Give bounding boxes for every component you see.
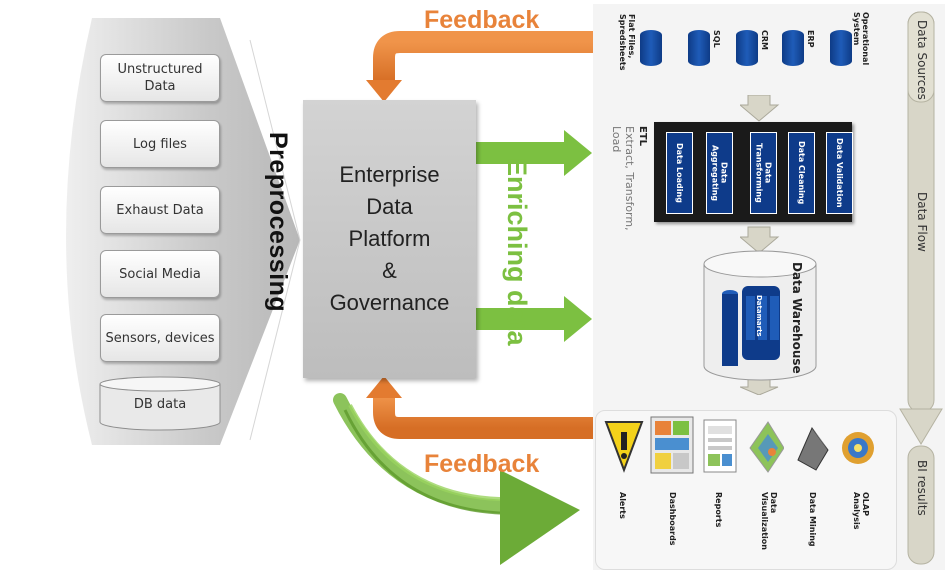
feedback-arrow-top: [373, 31, 600, 82]
reports-icon: [703, 419, 737, 473]
enrich-arrow-bottom-head: [564, 296, 592, 342]
bi-label-dashboards: Dashboards: [668, 492, 677, 546]
bi-label-reports: Reports: [714, 492, 723, 528]
stage-arrows: [740, 95, 780, 395]
enterprise-platform-box: Enterprise Data Platform & Governance: [303, 100, 476, 378]
feedback-bottom-label: Feedback: [424, 450, 540, 478]
db-operational-system-label: Operational System: [852, 12, 870, 66]
etl-step-validation: Data Validation: [826, 132, 853, 214]
source-exhaust-data: Exhaust Data: [100, 186, 220, 234]
enrich-arrow-top-head: [564, 130, 592, 176]
etl-step-loading: Data Loading: [666, 132, 693, 214]
datamarts-label: Datamarts: [755, 295, 763, 337]
feedback-arrow-top-head: [366, 80, 402, 102]
db-crm-icon: [736, 30, 758, 66]
olap-analysis-icon: [842, 432, 874, 464]
db-data-cylinder: [99, 376, 221, 431]
source-sensors-devices: Sensors, devices: [100, 314, 220, 362]
data-mining-icon: [797, 427, 829, 471]
feedback-top-label: Feedback: [424, 6, 540, 34]
db-erp-label: ERP: [806, 30, 815, 48]
source-unstructured-data: Unstructured Data: [100, 54, 220, 102]
alerts-icon: [604, 421, 644, 473]
enriching-line-1: Enriching: [502, 158, 532, 283]
dashboards-icon: [650, 416, 694, 474]
enriching-data-label: Enriching data: [502, 158, 532, 346]
etl-step-transforming: Data Transforming: [750, 132, 777, 214]
stage-label-data-sources: Data Sources: [915, 20, 929, 100]
etl-subtitle: Extract, Transform, Load: [610, 126, 636, 231]
platform-line-1: Enterprise: [339, 162, 440, 187]
db-data-label: DB data: [133, 397, 187, 412]
platform-line-4: &: [382, 258, 397, 283]
bi-results-panel: [595, 410, 897, 570]
data-flow-arrow: [899, 11, 943, 565]
enriching-line-2: data: [502, 290, 532, 346]
db-sql-icon: [688, 30, 710, 66]
feedback-arrow-bottom: [373, 396, 600, 439]
db-operational-system-icon: [830, 30, 852, 66]
bi-label-data-mining: Data Mining: [808, 492, 817, 547]
platform-line-3: Platform: [348, 226, 431, 251]
db-erp-icon: [782, 30, 804, 66]
bi-label-data-visualization: Data Visualization: [760, 492, 778, 550]
db-sql-label: SQL: [712, 30, 721, 48]
data-warehouse-title: Data Warehouse: [790, 262, 804, 374]
preprocessing-label: Preprocessing: [264, 132, 292, 313]
stage-label-bi-results: BI results: [915, 460, 929, 516]
bi-label-alerts: Alerts: [618, 492, 627, 519]
data-warehouse-cylinder: [703, 250, 817, 381]
source-log-files: Log files: [100, 120, 220, 168]
etl-step-aggregating: Data Aggregating: [706, 132, 733, 214]
db-crm-label: CRM: [760, 30, 769, 50]
sketch-arrow-head: [500, 470, 580, 565]
db-flat-files-label: Flat Files, Spredsheets: [618, 14, 636, 71]
platform-line-5: Governance: [329, 290, 450, 315]
data-visualization-icon: [749, 421, 784, 473]
stage-label-data-flow: Data Flow: [915, 192, 929, 252]
source-social-media: Social Media: [100, 250, 220, 298]
db-flat-files-icon: [640, 30, 662, 66]
feedback-arrow-bottom-head: [366, 376, 402, 398]
bi-label-olap: OLAP Analysis: [852, 492, 870, 530]
etl-step-cleaning: Data Cleaning: [788, 132, 815, 214]
etl-title: ETL: [637, 126, 648, 147]
platform-line-2: Data: [366, 194, 413, 219]
